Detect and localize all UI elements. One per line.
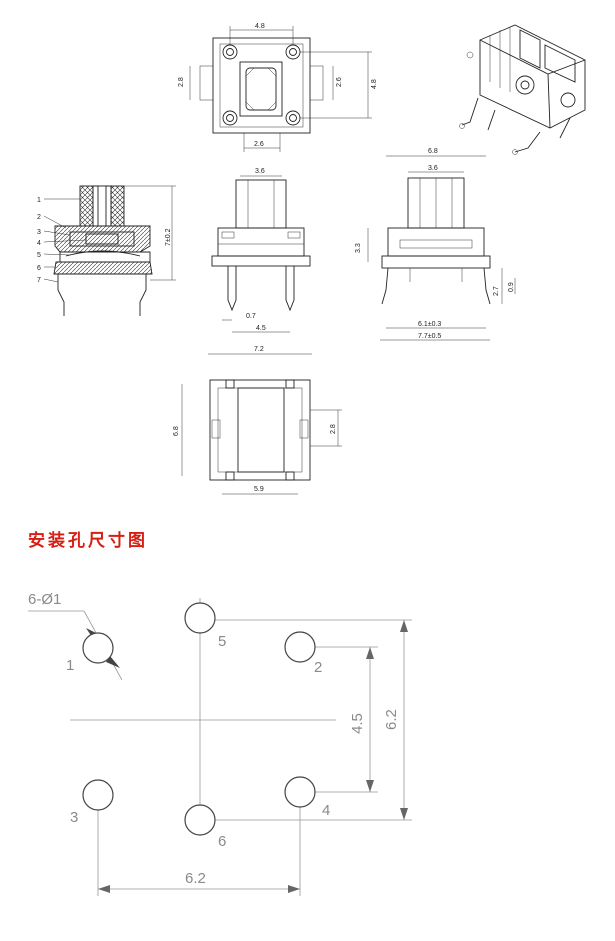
pin-4-label: 4 [322, 802, 330, 819]
front-view: 3.6 0.7 4.5 [211, 168, 311, 333]
side-dim-width: 6.8 [428, 148, 438, 155]
front-dim-pitch: 4.5 [256, 325, 266, 332]
pin-1-label: 1 [66, 657, 74, 674]
pin-6-label: 6 [218, 833, 226, 850]
bottom-dim-width: 7.2 [254, 346, 264, 353]
bottom-dim-height: 6.8 [173, 426, 180, 436]
side-view: 6.8 3.6 3.3 2.7 0.9 6.1±0.3 7.7±0.5 [355, 148, 516, 341]
section-view: 1 2 3 4 5 6 7 7±0.2 [37, 185, 176, 316]
part-4-label: 4 [37, 240, 41, 247]
hole-2 [284, 631, 316, 663]
isometric-view [459, 24, 586, 155]
top-dim-left: 2.8 [178, 77, 185, 87]
hole-layout: 6.2 4.5 6.2 6-Ø1 1 2 3 4 5 6 [28, 591, 412, 896]
bottom-dim-pitch: 5.9 [254, 486, 264, 493]
part-5-label: 5 [37, 252, 41, 259]
top-dim-height: 4.8 [371, 79, 378, 89]
top-dim-width: 4.8 [255, 23, 265, 30]
hole-4 [284, 776, 316, 808]
section-height-dim: 7±0.2 [165, 228, 172, 246]
hole-dim-inner-vertical: 4.5 [349, 713, 366, 734]
side-dim-body: 3.3 [355, 243, 362, 253]
part-1-label: 1 [37, 197, 41, 204]
part-2-label: 2 [37, 214, 41, 221]
side-dim-span: 6.1±0.3 [418, 321, 441, 328]
front-dim-pin: 0.7 [246, 313, 256, 320]
hole-dim-horizontal: 6.2 [185, 870, 206, 887]
pin-2-label: 2 [314, 659, 322, 676]
bottom-dim-slot: 2.8 [330, 424, 337, 434]
side-dim-inner: 3.6 [428, 165, 438, 172]
side-dim-overall: 7.7±0.5 [418, 333, 441, 340]
hole-note: 6-Ø1 [28, 591, 61, 608]
section-title: 安装孔尺寸图 [28, 531, 148, 551]
pin-3-label: 3 [70, 809, 78, 826]
side-dim-offset: 0.9 [508, 282, 515, 292]
part-6-label: 6 [37, 265, 41, 272]
front-dim-top: 3.6 [255, 168, 265, 175]
hole-6 [184, 804, 216, 836]
bottom-view: 7.2 6.8 2.8 5.9 [173, 346, 342, 495]
hole-3 [82, 779, 114, 811]
hole-1 [82, 632, 114, 664]
pin-5-label: 5 [218, 633, 226, 650]
top-dim-bottom: 2.6 [254, 141, 264, 148]
top-dim-right: 2.6 [336, 77, 343, 87]
part-7-label: 7 [37, 277, 41, 284]
top-view: 4.8 2.8 2.6 4.8 2.6 [178, 23, 378, 152]
hole-dim-outer-vertical: 6.2 [383, 709, 400, 730]
side-dim-lead: 2.7 [493, 286, 500, 296]
hole-5 [184, 602, 216, 634]
part-3-label: 3 [37, 229, 41, 236]
